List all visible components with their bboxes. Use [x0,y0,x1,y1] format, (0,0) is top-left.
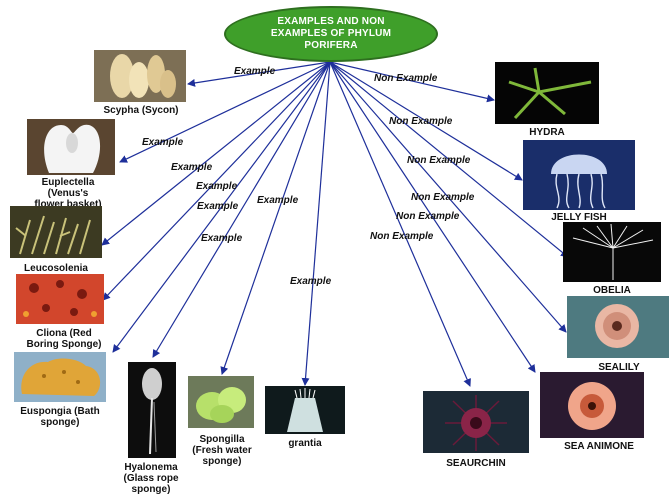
euplectella-image [27,119,115,175]
euspongia-image [14,352,106,402]
edge-label-cliona: Example [196,181,237,192]
obelia-caption: OBELIA [563,285,661,296]
cliona-caption: Cliona (Red Boring Sponge) [14,328,114,350]
edge-label-obelia: Non Example [407,155,470,166]
grantia-image [265,386,345,434]
jellyfish-image [523,140,635,210]
arrow-to-spongilla [222,62,330,374]
seaanimone-caption: SEA ANIMONE [540,441,658,452]
edge-label-jellyfish: Non Example [389,116,452,127]
edge-label-seaurchin: Non Example [370,231,433,242]
edge-label-spongilla: Example [257,195,298,206]
arrow-to-grantia [305,62,330,385]
seaurchin-caption: SEAURCHIN [423,458,529,469]
spongilla-image [188,376,254,428]
edge-label-seaanimone: Non Example [396,211,459,222]
spongilla-caption: Spongilla (Fresh water sponge) [176,434,268,467]
arrow-to-seaurchin [330,62,470,386]
title-ellipse: EXAMPLES AND NON EXAMPLES OF PHYLUM PORI… [224,6,438,62]
obelia-image [563,222,661,282]
edge-label-euplectella: Example [142,137,183,148]
edge-label-euspongia: Example [197,201,238,212]
edge-label-hyalonema: Example [201,233,242,244]
hyalonema-image [128,362,176,458]
grantia-caption: grantia [265,438,345,449]
scypha-image [94,50,186,102]
euspongia-caption: Euspongia (Bath sponge) [10,406,110,428]
leucosolenia-image [10,206,102,258]
edge-label-grantia: Example [290,276,331,287]
hydra-caption: HYDRA [505,127,589,138]
hydra-image [495,62,599,124]
diagram-title: EXAMPLES AND NON EXAMPLES OF PHYLUM PORI… [256,16,406,52]
edge-label-hydra: Non Example [374,73,437,84]
seaurchin-image [423,391,529,453]
leucosolenia-caption: Leucosolenia [10,263,102,274]
edge-label-leucosolenia: Example [171,162,212,173]
sealily-image [567,296,669,358]
scypha-caption: Scypha (Sycon) [86,105,196,116]
seaanimone-image [540,372,644,438]
edge-label-sealily: Non Example [411,192,474,203]
edge-label-scypha: Example [234,66,275,77]
cliona-image [16,274,104,324]
